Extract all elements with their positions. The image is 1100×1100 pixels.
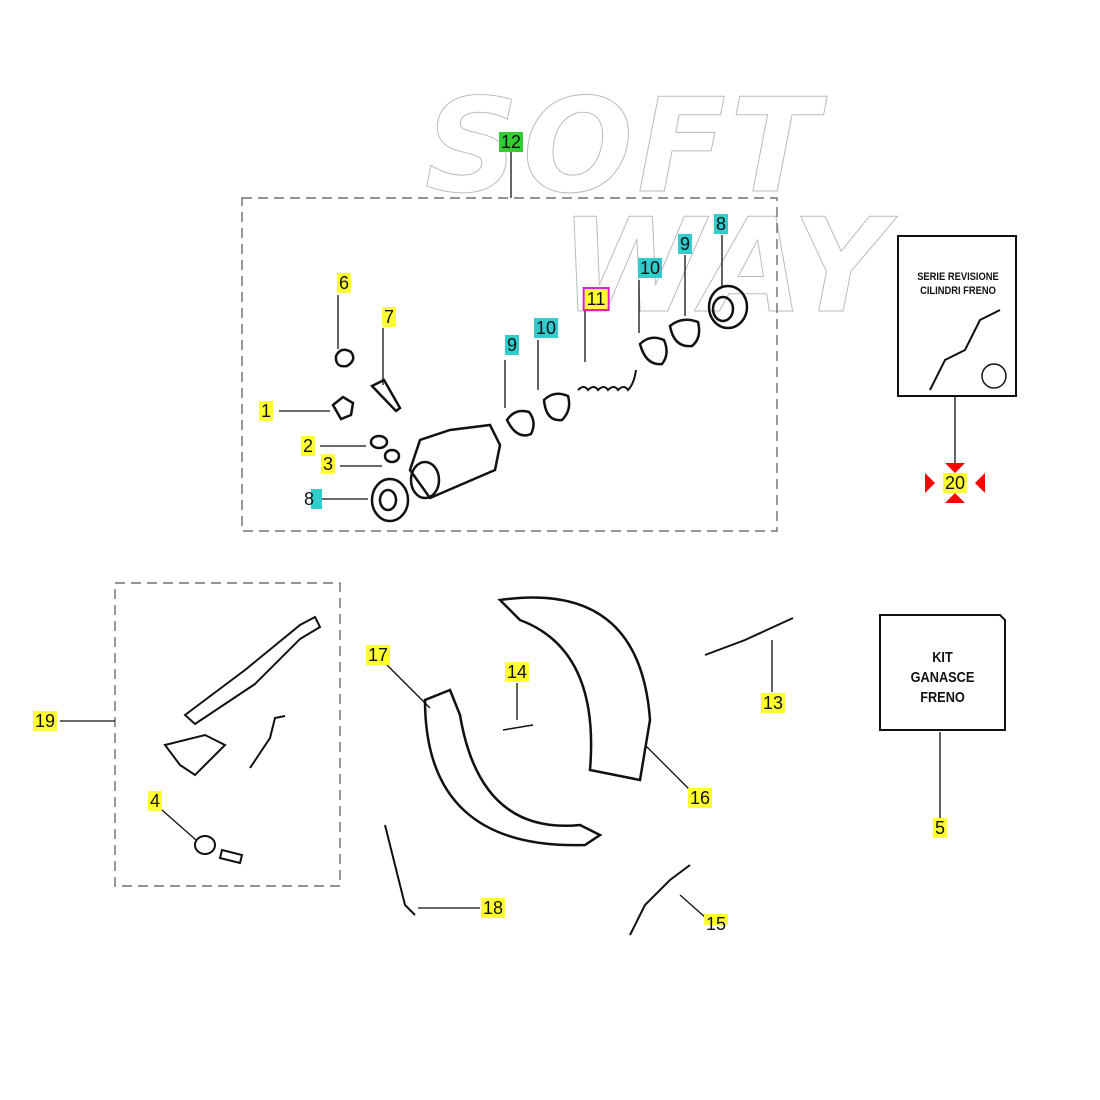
watermark-logo: SOFT: [425, 70, 823, 223]
springs: [384, 617, 794, 936]
callout-14[interactable]: 14: [504, 662, 530, 682]
callout-8[interactable]: 8: [301, 489, 323, 509]
shoe-kit-line2: GANASCE FRENO: [910, 669, 975, 706]
adjuster-group-box: [114, 582, 341, 887]
wheel-cylinder-parts: [331, 284, 749, 523]
callout-5[interactable]: 5: [932, 818, 948, 838]
callout-18[interactable]: 18: [480, 898, 506, 918]
callout-17[interactable]: 17: [365, 645, 391, 665]
callout-10[interactable]: 10: [637, 258, 663, 278]
callout-9[interactable]: 9: [504, 335, 520, 355]
spring: [577, 369, 637, 392]
callout-12[interactable]: 12: [498, 132, 524, 152]
cup-seal: [542, 392, 571, 422]
callout-15[interactable]: 15: [703, 914, 729, 934]
piston: [505, 409, 535, 437]
highlight-arrows: [925, 463, 985, 503]
callout-7[interactable]: 7: [381, 307, 397, 327]
shoe-kit-line1: KIT: [932, 649, 953, 666]
callout-6[interactable]: 6: [336, 273, 352, 293]
callout-8[interactable]: 8: [713, 214, 729, 234]
cylinder-kit-label: SERIE REVISIONE CILINDRI FRENO: [909, 270, 1008, 298]
callout-4[interactable]: 4: [147, 791, 163, 811]
adjuster-parts: [163, 615, 322, 865]
cylinder-kit-line2: CILINDRI FRENO: [920, 285, 996, 297]
brake-shoes: [423, 596, 652, 847]
cylinder-kit-box: [897, 235, 1017, 397]
callout-13[interactable]: 13: [760, 693, 786, 713]
callout-19[interactable]: 19: [32, 711, 58, 731]
dust-boot: [370, 477, 410, 523]
callout-16[interactable]: 16: [687, 788, 713, 808]
callout-10[interactable]: 10: [533, 318, 559, 338]
cylinder-kit-line1: SERIE REVISIONE: [917, 271, 999, 283]
callout-1[interactable]: 1: [258, 401, 274, 421]
shoe-kit-label: KIT GANASCE FRENO: [889, 648, 995, 708]
callout-11[interactable]: 11: [582, 287, 610, 311]
callout-20[interactable]: 20: [942, 473, 968, 493]
shoe-kit-box: [879, 614, 1006, 731]
leader-lines: [60, 152, 956, 919]
cylinder-group-box: [241, 197, 778, 532]
callout-2[interactable]: 2: [300, 436, 316, 456]
callout-9[interactable]: 9: [677, 234, 693, 254]
callout-3[interactable]: 3: [320, 454, 336, 474]
cylinder-body: [408, 423, 502, 500]
